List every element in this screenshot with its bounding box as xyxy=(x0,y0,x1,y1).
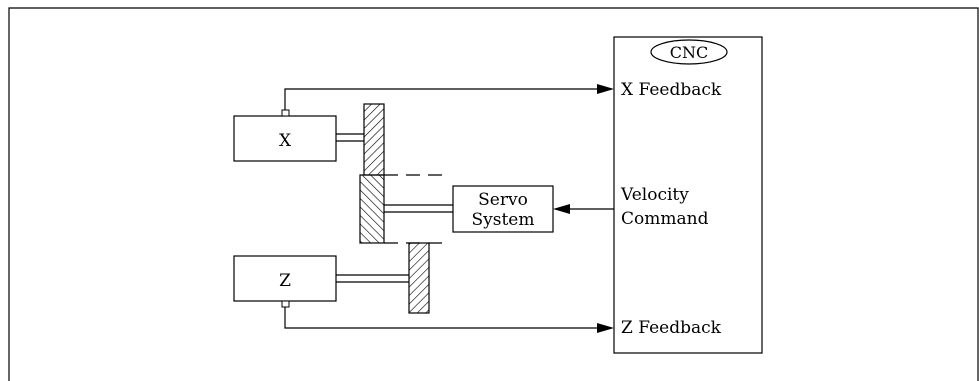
cnc-box xyxy=(613,36,763,354)
z-motor-label: Z xyxy=(279,271,291,291)
z-encoder xyxy=(281,300,290,308)
figure-frame xyxy=(8,7,979,381)
servo-gear xyxy=(359,174,385,244)
z-motor-box xyxy=(233,255,337,302)
z-gear xyxy=(408,242,430,314)
x-encoder xyxy=(281,109,290,117)
velocity-command-label-line1: Velocity xyxy=(620,185,689,205)
x-feedback-line xyxy=(284,88,597,110)
x-gear xyxy=(363,103,385,176)
servo-label-line2: System xyxy=(472,210,535,230)
cnc-ellipse xyxy=(650,39,728,65)
z-feedback-arrowhead xyxy=(597,323,614,333)
z-feedback-label: Z Feedback xyxy=(621,318,722,338)
x-feedback-label: X Feedback xyxy=(621,80,722,100)
cnc-label: CNC xyxy=(670,43,708,62)
x-motor-box xyxy=(233,115,337,162)
velocity-command-arrowhead xyxy=(553,204,570,214)
servo-label-line1: Servo xyxy=(478,190,528,210)
servo-system-box xyxy=(452,185,554,233)
x-motor-label: X xyxy=(279,131,292,151)
velocity-command-label-line2: Command xyxy=(621,209,709,229)
x-feedback-arrowhead xyxy=(597,84,614,94)
z-feedback-line xyxy=(284,307,597,329)
